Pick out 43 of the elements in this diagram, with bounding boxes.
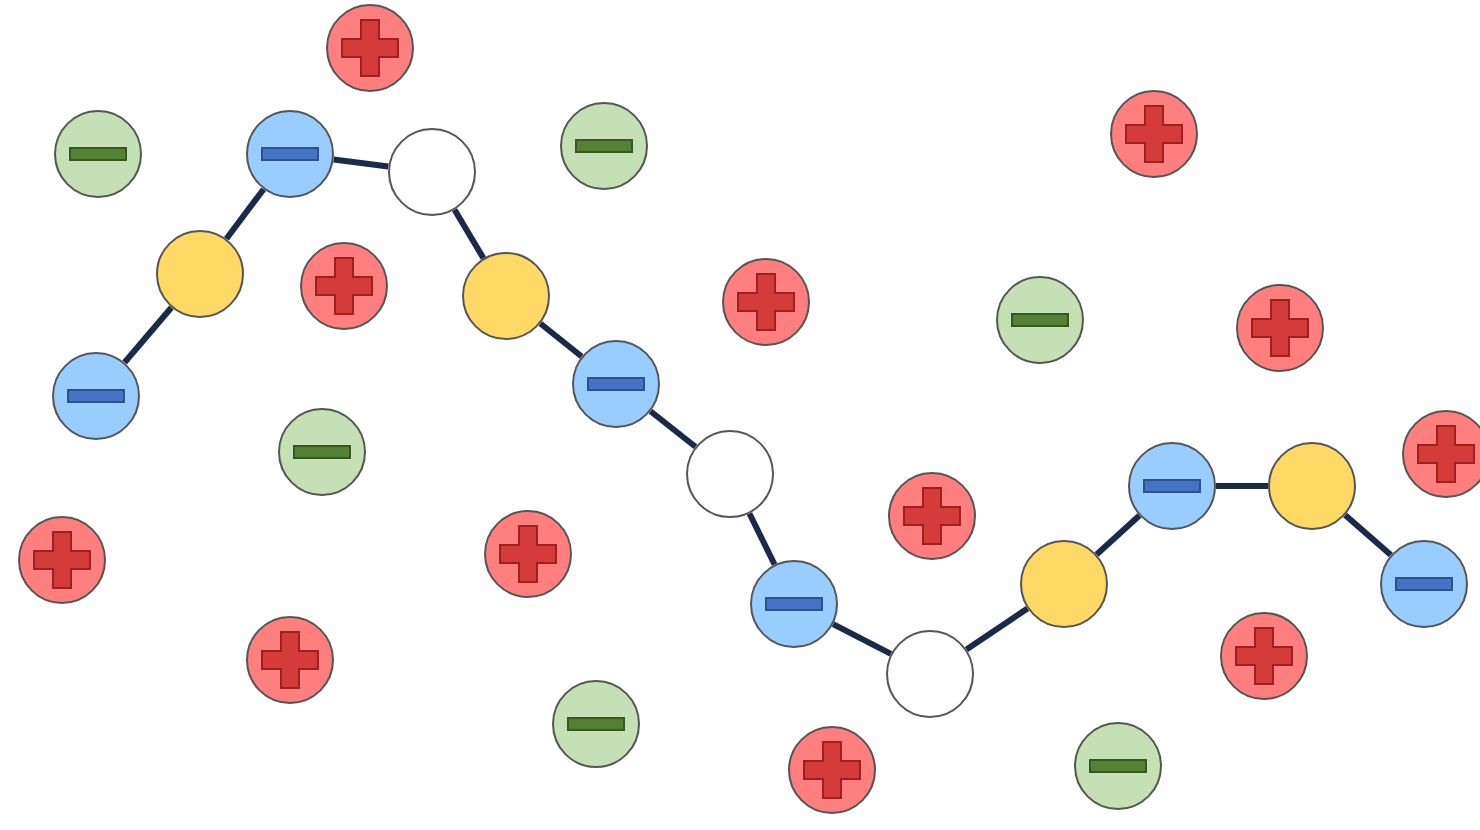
chain-link: [1094, 513, 1142, 557]
anion: [278, 408, 366, 496]
cation: [1236, 284, 1324, 372]
chain-link: [648, 408, 698, 450]
anion: [996, 276, 1084, 364]
chain-link: [538, 321, 584, 359]
chain-link: [1216, 483, 1268, 489]
chain-link: [831, 621, 893, 657]
bead: [462, 252, 550, 340]
anion: [552, 680, 640, 768]
bead: [388, 128, 476, 216]
chain-link: [1343, 512, 1393, 558]
cation: [484, 510, 572, 598]
charged-bead: [572, 340, 660, 428]
cation: [326, 4, 414, 92]
bead: [886, 630, 974, 718]
chain-link: [122, 305, 174, 365]
bead: [686, 430, 774, 518]
chain-link: [333, 156, 389, 170]
anion: [1074, 722, 1162, 810]
chain-link: [746, 512, 778, 566]
charged-bead: [52, 352, 140, 440]
charged-bead: [1380, 540, 1468, 628]
cation: [788, 726, 876, 814]
chain-link: [224, 187, 266, 241]
cation: [246, 616, 334, 704]
bead: [1020, 540, 1108, 628]
bead: [156, 230, 244, 318]
charged-bead: [750, 560, 838, 648]
cation: [18, 516, 106, 604]
anion: [560, 102, 648, 190]
charged-bead: [1128, 442, 1216, 530]
cation: [300, 242, 388, 330]
cation: [722, 258, 810, 346]
cation: [888, 472, 976, 560]
chain-link: [964, 606, 1030, 652]
cation: [1110, 90, 1198, 178]
anion: [54, 110, 142, 198]
bead: [1268, 442, 1356, 530]
charged-bead: [246, 110, 334, 198]
cation: [1220, 612, 1308, 700]
chain-link: [451, 208, 487, 260]
cation: [1402, 410, 1480, 498]
